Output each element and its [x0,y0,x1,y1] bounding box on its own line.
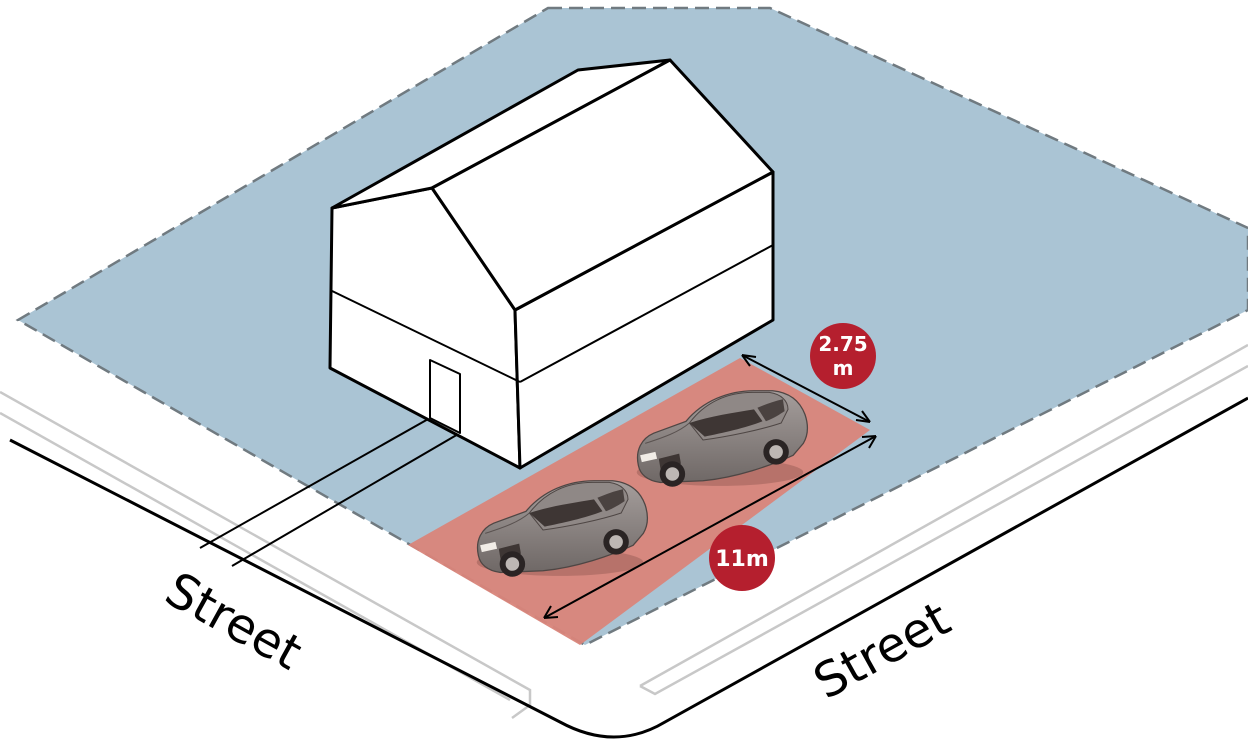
walkway [199,417,461,567]
road-edge [9,396,1248,739]
house-icon [328,58,775,470]
width-badge: 2.75 m [810,323,876,389]
street-curb-right [639,343,1248,696]
width-value: 2.75 [818,332,867,356]
length-badge: 11m [709,525,775,591]
street-label-right: Street [805,591,960,711]
dimension-length-arrow [543,435,877,619]
width-unit: m [833,356,854,380]
dimension-width-arrow [741,354,871,423]
street-label-left: Street [156,562,311,682]
length-value: 11m [715,547,769,572]
